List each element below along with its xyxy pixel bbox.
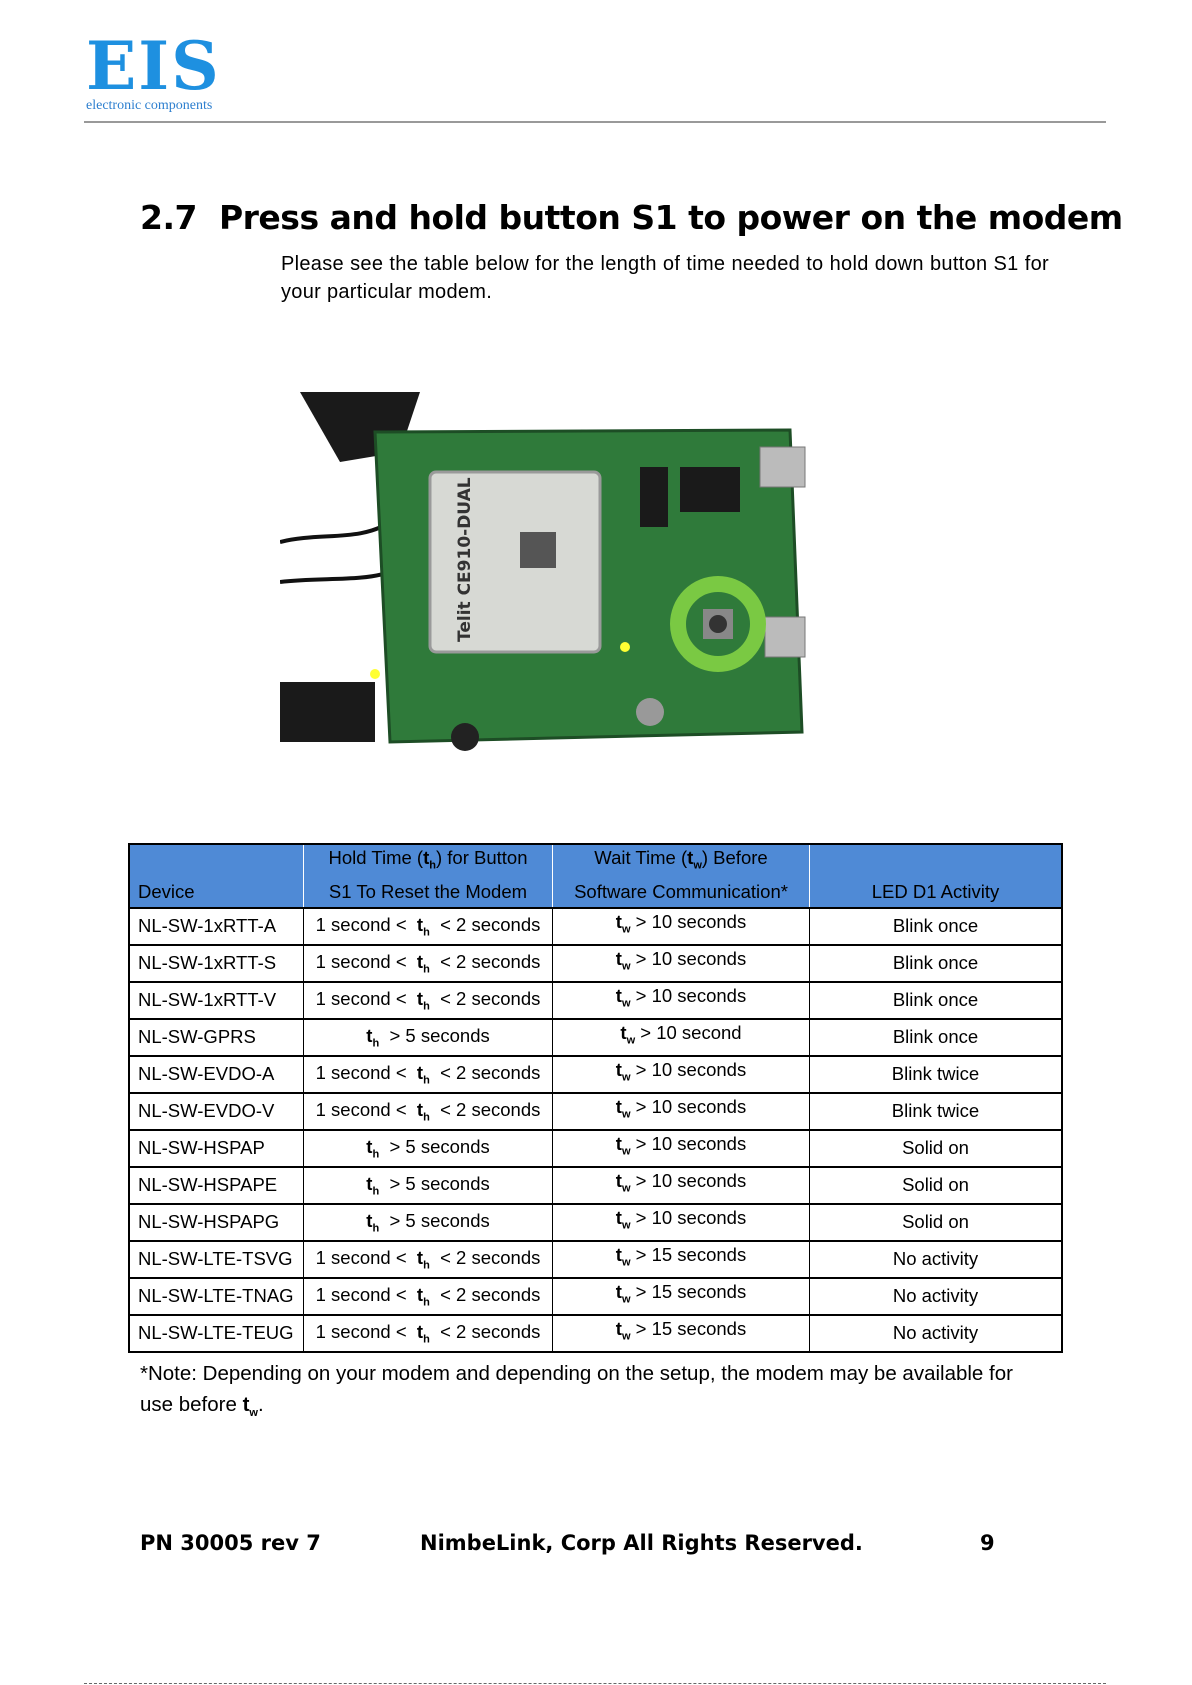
cell-device: NL-SW-EVDO-A: [128, 1054, 304, 1094]
cell-device: NL-SW-HSPAP: [128, 1128, 304, 1168]
cell-wait-time: tw > 10 seconds: [552, 1128, 810, 1168]
cell-device: NL-SW-1xRTT-S: [128, 943, 304, 983]
cell-led-activity: Blink once: [809, 980, 1063, 1020]
cell-wait-time: tw > 10 second: [552, 1017, 810, 1057]
cell-led-activity: Blink once: [809, 943, 1063, 983]
cell-wait-time: tw > 10 seconds: [552, 943, 810, 983]
cell-led-activity: Blink twice: [809, 1091, 1063, 1131]
intro-paragraph: Please see the table below for the lengt…: [281, 253, 1049, 303]
section-heading: 2.7 Press and hold button S1 to power on …: [140, 198, 1123, 238]
cell-hold-time: th > 5 seconds: [303, 1202, 553, 1242]
cell-wait-time: tw > 10 seconds: [552, 1202, 810, 1242]
cell-wait-time: tw > 10 seconds: [552, 906, 810, 946]
cell-device: NL-SW-HSPAPG: [128, 1202, 304, 1242]
cell-led-activity: Blink twice: [809, 1054, 1063, 1094]
section-title: Press and hold button S1 to power on the…: [218, 198, 1123, 237]
page-number: 9: [980, 1531, 995, 1555]
cell-wait-time: tw > 15 seconds: [552, 1239, 810, 1279]
cell-hold-time: 1 second < th < 2 seconds: [303, 1239, 553, 1279]
cell-led-activity: Solid on: [809, 1128, 1063, 1168]
cell-led-activity: No activity: [809, 1239, 1063, 1279]
cell-hold-time: 1 second < th < 2 seconds: [303, 906, 553, 946]
cell-led-activity: No activity: [809, 1276, 1063, 1316]
cell-hold-time: 1 second < th < 2 seconds: [303, 1091, 553, 1131]
cell-wait-time: tw > 10 seconds: [552, 980, 810, 1020]
cell-led-activity: Solid on: [809, 1165, 1063, 1205]
header-divider: [84, 121, 1106, 123]
cell-led-activity: Solid on: [809, 1202, 1063, 1242]
module-label: Telit CE910-DUAL: [455, 477, 475, 642]
cell-wait-time: tw > 10 seconds: [552, 1091, 810, 1131]
cell-device: NL-SW-1xRTT-A: [128, 906, 304, 946]
eis-logo: EIS electronic components: [86, 27, 236, 114]
cell-device: NL-SW-LTE-TSVG: [128, 1239, 304, 1279]
cell-hold-time: th > 5 seconds: [303, 1128, 553, 1168]
cell-hold-time: 1 second < th < 2 seconds: [303, 1313, 553, 1353]
cell-device: NL-SW-1xRTT-V: [128, 980, 304, 1020]
header-device: Device: [128, 843, 304, 909]
cell-hold-time: 1 second < th < 2 seconds: [303, 943, 553, 983]
cell-hold-time: th > 5 seconds: [303, 1017, 553, 1057]
cell-device: NL-SW-GPRS: [128, 1017, 304, 1057]
modem-board-photo: Telit CE910-DUAL: [280, 392, 822, 774]
cell-device: NL-SW-LTE-TEUG: [128, 1313, 304, 1353]
cell-led-activity: Blink once: [809, 906, 1063, 946]
cell-wait-time: tw > 10 seconds: [552, 1165, 810, 1205]
cell-device: NL-SW-EVDO-V: [128, 1091, 304, 1131]
logo-text: EIS: [86, 27, 221, 105]
section-number: 2.7: [140, 198, 197, 237]
part-number: PN 30005 rev 7: [140, 1531, 321, 1555]
bottom-divider: [84, 1683, 1106, 1684]
cell-wait-time: tw > 15 seconds: [552, 1276, 810, 1316]
cell-led-activity: Blink once: [809, 1017, 1063, 1057]
cell-wait-time: tw > 15 seconds: [552, 1313, 810, 1353]
page-footer: PN 30005 rev 7 NimbeLink, Corp All Right…: [140, 1531, 1010, 1561]
cell-device: NL-SW-HSPAPE: [128, 1165, 304, 1205]
cell-hold-time: 1 second < th < 2 seconds: [303, 1054, 553, 1094]
header-led: LED D1 Activity: [809, 843, 1063, 909]
copyright: NimbeLink, Corp All Rights Reserved.: [420, 1531, 863, 1555]
cell-hold-time: 1 second < th < 2 seconds: [303, 1276, 553, 1316]
cell-device: NL-SW-LTE-TNAG: [128, 1276, 304, 1316]
cell-led-activity: No activity: [809, 1313, 1063, 1353]
cell-hold-time: 1 second < th < 2 seconds: [303, 980, 553, 1020]
logo-tagline: electronic components: [86, 98, 213, 113]
cell-wait-time: tw > 10 seconds: [552, 1054, 810, 1094]
cell-hold-time: th > 5 seconds: [303, 1165, 553, 1205]
footnote: *Note: Depending on your modem and depen…: [140, 1362, 1013, 1420]
